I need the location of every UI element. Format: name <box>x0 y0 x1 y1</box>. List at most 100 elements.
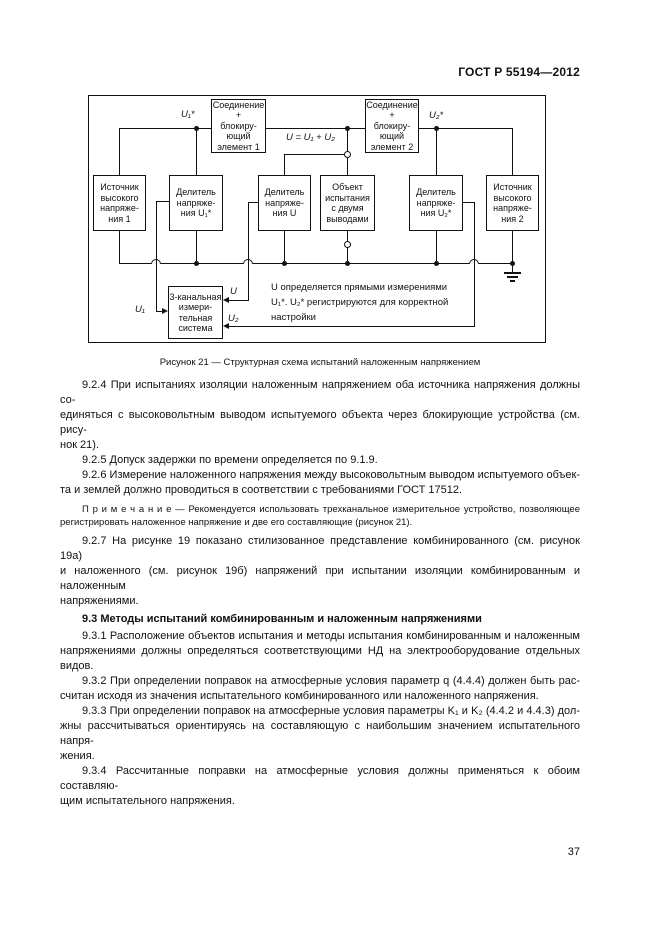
text-line: 9.3.3 При определении поправок на атмосф… <box>82 705 580 717</box>
text-line: 9.2.4 При испытаниях изоляции наложенным… <box>60 379 580 406</box>
text-line: и наложенного (см. рисунок 19б) напряжен… <box>60 565 580 592</box>
ground-icon <box>504 272 521 274</box>
arrowhead <box>223 323 229 329</box>
earth-bus <box>253 263 469 264</box>
diagram-note: U определяется прямыми измерениями U₁*. … <box>271 282 449 323</box>
label-u-sum: U = U₁ + U₂ <box>286 132 335 143</box>
measuring-wire-u1 <box>156 201 157 311</box>
box-connection-blocking-2: Соединение + блокиру- ющий элемент 2 <box>365 99 419 153</box>
body-text: 9.2.4 При испытаниях изоляции наложенным… <box>60 378 580 809</box>
box-label: Источник высокого напряже- ния 2 <box>493 182 532 224</box>
box-label: 3-канальная измери- тельная система <box>169 291 222 334</box>
earth-bus <box>119 263 151 264</box>
measuring-wire-u2 <box>474 202 475 326</box>
junction-dot <box>434 126 439 131</box>
box-hv-source-1: Источник высокого напряже- ния 1 <box>93 175 146 231</box>
measuring-wire-u2 <box>463 202 474 203</box>
box-label: Соединение + блокиру- ющий элемент 1 <box>212 99 265 152</box>
text-line: П р и м е ч а н и е — Рекомендуется испо… <box>82 504 580 515</box>
junction-dot <box>345 261 350 266</box>
wire <box>284 231 285 263</box>
junction-dot <box>434 261 439 266</box>
document-title: ГОСТ Р 55194—2012 <box>458 65 580 79</box>
label-u: U <box>230 286 237 297</box>
arrowhead <box>223 297 229 303</box>
box-divider-u: Делитель напряже- ния U <box>258 175 311 231</box>
section-heading: 9.3 Методы испытаний комбинированным и н… <box>60 612 580 627</box>
text-line: нок 21). <box>60 439 100 451</box>
label-u1: U₁ <box>135 304 145 315</box>
text-line: щим испытательного напряжения. <box>60 795 235 807</box>
arrowhead <box>162 308 168 314</box>
wire <box>119 128 120 175</box>
paragraph: 9.2.6 Измерение наложенного напряжения м… <box>60 468 580 498</box>
wire <box>266 128 365 129</box>
box-label: Делитель напряже- ния U <box>264 187 305 219</box>
junction-dot <box>282 261 287 266</box>
measuring-wire-u <box>229 300 249 301</box>
figure-21-diagram: Соединение + блокиру- ющий элемент 1 Сое… <box>88 95 546 343</box>
label-u1-star: U₁* <box>181 109 195 120</box>
box-connection-blocking-1: Соединение + блокиру- ющий элемент 1 <box>211 99 266 153</box>
wire <box>284 154 285 175</box>
paragraph: 9.3.1 Расположение объектов испытания и … <box>60 629 580 674</box>
paragraph: 9.3.4 Рассчитанные поправки на атмосферн… <box>60 764 580 809</box>
text-line: регистрировать наложенное напряжение и д… <box>60 517 413 528</box>
box-label: Источник высокого напряже- ния 1 <box>100 182 139 224</box>
text-line: 9.2.7 На рисунке 19 показано стилизованн… <box>60 535 580 562</box>
wire <box>196 231 197 263</box>
paragraph: 9.2.5 Допуск задержки по времени определ… <box>60 453 580 468</box>
box-divider-u1: Делитель напряже- ния U₁* <box>169 175 223 231</box>
text-line: та и землей должно проводиться в соответ… <box>60 484 463 496</box>
wire <box>284 154 347 155</box>
label-u2: U₂ <box>228 313 239 324</box>
object-lv-terminal <box>344 241 351 248</box>
wire <box>119 128 211 129</box>
measuring-wire-u <box>248 202 258 203</box>
wire <box>512 231 513 263</box>
measuring-wire-u1 <box>156 311 163 312</box>
wire <box>196 128 197 175</box>
wire <box>512 128 513 175</box>
text-line: 9.3.1 Расположение объектов испытания и … <box>82 630 580 642</box>
wire <box>418 128 512 129</box>
text-line: единяться с высоковольтным выводом испыт… <box>60 409 580 436</box>
box-label: Делитель напряже- ния U₂* <box>416 187 456 219</box>
wire <box>436 128 437 175</box>
paragraph: 9.3.2 При определении поправок на атмосф… <box>60 674 580 704</box>
junction-dot <box>194 261 199 266</box>
wire <box>436 231 437 263</box>
junction-dot <box>194 126 199 131</box>
text-line: 9.2.5 Допуск задержки по времени определ… <box>82 454 378 466</box>
text-line: напряжениями. <box>60 595 139 607</box>
paragraph: 9.2.4 При испытаниях изоляции наложенным… <box>60 378 580 453</box>
text-line: считан исходя из значения испытательного… <box>60 690 539 702</box>
measuring-wire-u1 <box>156 201 169 202</box>
ground-icon <box>510 280 515 282</box>
text-line: 9.3 Методы испытаний комбинированным и н… <box>82 613 482 625</box>
box-test-object: Объект испытания с двумя выводами <box>320 175 375 231</box>
text-line: видов. <box>60 660 94 672</box>
ground-stem <box>512 263 513 272</box>
figure-caption: Рисунок 21 — Структурная схема испытаний… <box>159 357 481 368</box>
box-measuring-system: 3-канальная измери- тельная система <box>168 286 223 339</box>
measuring-wire-u <box>248 202 249 300</box>
junction-dot <box>345 126 350 131</box>
page-number: 37 <box>567 846 580 858</box>
wire <box>119 231 120 263</box>
text-line: жны рассчитываться ориентируясь на соста… <box>60 720 580 747</box>
object-hv-terminal <box>344 151 351 158</box>
measuring-wire-u2 <box>229 326 475 327</box>
text-line: 9.2.6 Измерение наложенного напряжения м… <box>82 469 580 481</box>
paragraph: 9.2.7 На рисунке 19 показано стилизованн… <box>60 534 580 609</box>
ground-icon <box>507 276 518 278</box>
text-line: 9.3.2 При определении поправок на атмосф… <box>82 675 580 687</box>
label-u2-star: U₂* <box>429 110 444 121</box>
earth-bus <box>479 263 512 264</box>
text-line: жения. <box>60 750 95 762</box>
paragraph: 9.3.3 При определении поправок на атмосф… <box>60 704 580 764</box>
text-line: 9.3.4 Рассчитанные поправки на атмосферн… <box>60 765 580 792</box>
earth-bus <box>161 263 243 264</box>
box-divider-u2: Делитель напряже- ния U₂* <box>409 175 463 231</box>
